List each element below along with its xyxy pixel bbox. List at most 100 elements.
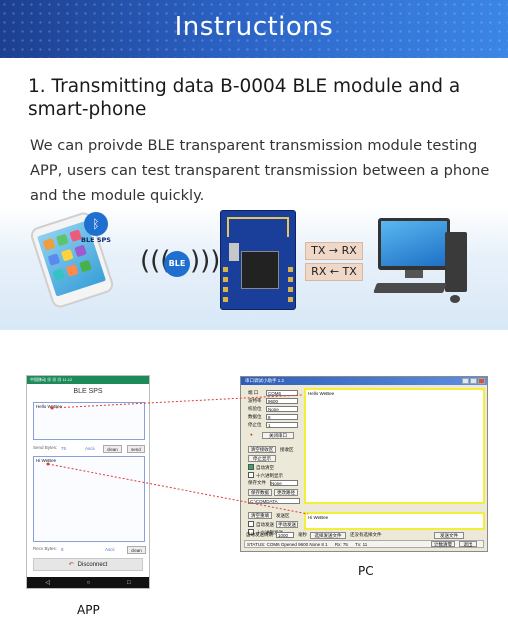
port-label: 端 口 [248,390,259,395]
select-file-button[interactable]: 选择发送文件 [310,532,346,539]
period-label: 自动发送周期 [246,532,273,537]
computer-tower [445,232,467,292]
ic-chip [241,251,279,289]
app-send-input[interactable]: Hi WeBee [33,456,145,542]
auto-send-checkbox[interactable]: 自动发送 [248,521,274,528]
solder-pad [223,287,228,292]
save-data-button[interactable]: 保存数据 [248,489,272,496]
close-port-button[interactable]: 关闭串口 [262,432,294,439]
port-select[interactable]: COM6 [266,390,298,396]
no-file-label: 还没有选择文件 [350,532,382,537]
keyboard [373,283,447,293]
app-tile-icon [60,248,74,262]
save-format-select[interactable]: None [270,480,298,486]
app-tile-icon [74,244,87,258]
clean-button[interactable]: clean [127,546,146,554]
hex-send-checkbox[interactable]: 十六进制发送 [248,529,283,536]
databits-row: 数据位 8 [244,414,302,421]
android-app-screenshot: 中国移动 ▦ ▦ ▦ 11:12 BLE SPS Hello WeBee Sen… [26,375,150,589]
ble-badge: BLE [164,251,190,277]
pc-status-bar: STATUS: COM6 Opened 9600 None 8 1 Rx: 75… [244,540,484,548]
stopbits-select[interactable]: 1 [266,422,298,428]
ble-module-chip [220,210,296,310]
solder-pad [288,267,293,272]
app-tile-icon [52,268,66,282]
receive-area-label: 接收区 [280,447,294,452]
send-bytes-label: Send Bytes: [33,445,58,450]
rx-count: Rx: 75 [334,542,348,547]
solder-pad [288,287,293,292]
parity-row: 校验位 None [244,406,302,413]
clean-button[interactable]: clean [103,445,122,453]
send-button[interactable]: send [127,445,145,453]
monitor-screen [381,221,447,266]
baud-select[interactable]: 9600 [266,398,298,404]
baud-row: 波特率 9600 [244,398,302,405]
save-path-field[interactable]: C:\COMDATA [248,498,300,504]
stopbits-label: 停止位 [248,422,262,427]
clear-send-button[interactable]: 清空重填 [248,512,272,519]
home-icon[interactable]: ○ [86,579,91,586]
ascii-toggle[interactable]: Ascii [105,547,115,552]
mouse [450,295,460,303]
solder-pad [223,297,228,302]
app-title: BLE SPS [73,388,103,395]
tx-count: Tx: 11 [355,542,368,547]
solder-pad [223,277,228,282]
manual-send-button[interactable]: 手动发送 [276,521,298,528]
computer-monitor [378,218,450,270]
app-receive-area[interactable]: Hello WeBee [33,402,145,440]
status-text: STATUS: COM6 Opened 9600 None 8 1 [247,542,328,547]
pc-settings-panel: 端 口 COM6 波特率 9600 校验位 None 数据位 8 停止位 1 ●… [244,388,302,538]
close-icon[interactable] [478,378,485,384]
pc-auto-send-row: 自动发送周期 1000 毫秒 选择发送文件 还没有选择文件 发送文件 [244,532,484,539]
send-area-label: 发送区 [276,513,290,518]
crystal-component [229,243,239,261]
minimize-icon[interactable] [462,378,469,384]
solder-pad [288,297,293,302]
monitor-stand [405,270,423,278]
window-controls [462,378,485,384]
parity-select[interactable]: None [266,406,298,412]
exit-button[interactable]: 退出 [459,541,477,547]
hex-display-checkbox[interactable]: 十六进制显示 [248,472,283,479]
bluetooth-icon: ᛒ [84,212,108,236]
recent-apps-icon[interactable]: □ [127,579,131,586]
port-row: 端 口 COM6 [244,390,302,397]
disconnect-icon: ↶ [68,562,74,568]
stop-display-button[interactable]: 停止显示 [248,455,276,462]
section-body: We can proivde BLE transparent transmiss… [30,137,490,204]
back-icon[interactable]: ◁ [45,580,50,586]
banner-pattern [0,0,508,58]
antenna-trace [227,217,289,237]
count-clear-button[interactable]: 计数清零 [431,541,455,547]
solder-pad [288,277,293,282]
app-tile-icon [56,233,69,247]
app-recv-row: Recv Bytes: 8 Ascii clean [33,546,146,555]
app-tile-icon [79,259,92,273]
send-file-button[interactable]: 发送文件 [434,532,464,539]
maximize-icon[interactable] [470,378,477,384]
port-status-icon: ● [250,432,253,437]
auto-clear-checkbox[interactable]: 自动清空 [248,464,274,471]
clear-receive-button[interactable]: 清空接收区 [248,446,276,453]
app-caption: APP [77,603,100,617]
pc-serial-tool-window: 串口调试小助手 1.2 端 口 COM6 波特率 9600 校验位 None 数… [240,376,488,552]
app-status-bar: 中国移动 ▦ ▦ ▦ 11:12 [27,376,149,384]
pc-title-bar: 串口调试小助手 1.2 [241,377,487,385]
pc-receive-area[interactable]: Hello WeBee [304,388,485,504]
period-input[interactable]: 1000 [276,532,294,538]
app-tile-icon [65,264,79,277]
disconnect-button[interactable]: ↶Disconnect [33,558,143,571]
app-tile-icon [47,253,61,266]
change-path-button[interactable]: 更改路径 [274,489,298,496]
tx-rx-label: TX → RX [305,242,363,260]
pc-send-input[interactable]: Hi WeBee [304,512,485,530]
android-nav-bar: ◁ ○ □ [27,577,149,588]
parity-label: 校验位 [248,406,262,411]
bluetooth-caption: BLE SPS [81,236,111,244]
banner-title: Instructions [174,12,334,42]
app-tile-icon [42,238,56,251]
databits-select[interactable]: 8 [266,414,298,420]
ascii-toggle[interactable]: Ascii [85,446,95,451]
